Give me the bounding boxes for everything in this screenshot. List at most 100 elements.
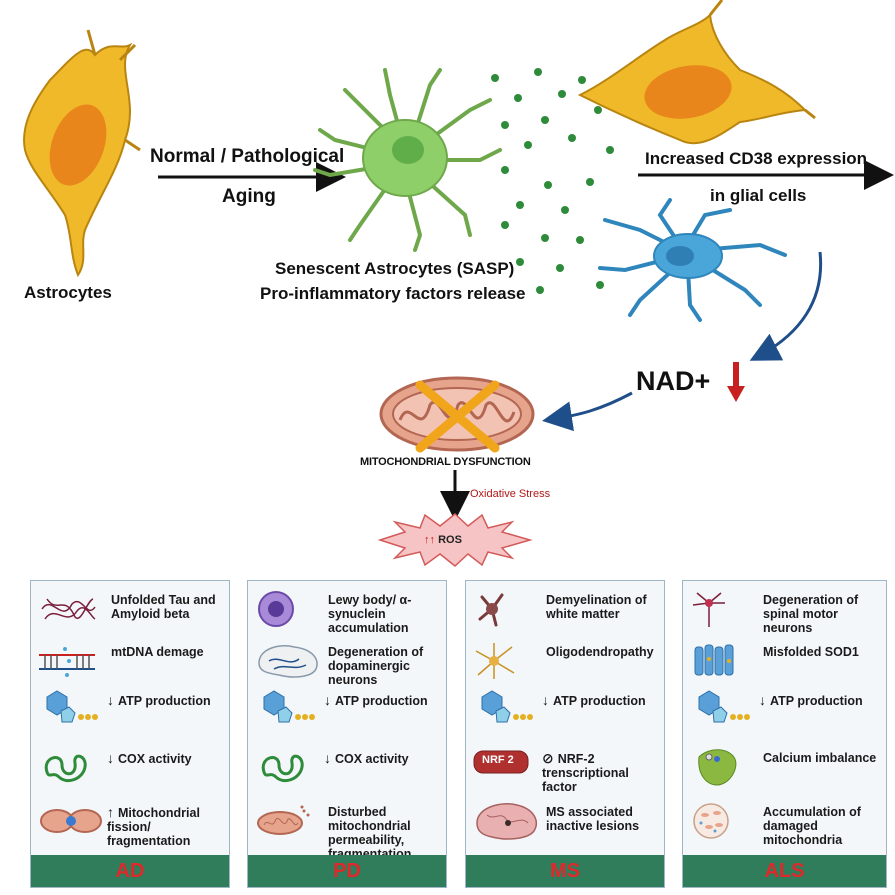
panel-footer-pd: PD <box>248 855 446 887</box>
change-arrow: ↓ <box>107 750 114 766</box>
panel-footer-ad: AD <box>31 855 229 887</box>
senescent-label-line2: Pro-inflammatory factors release <box>260 284 526 303</box>
sasp-factor-dots <box>491 68 614 294</box>
panel-item: ↓COX activity <box>254 747 442 797</box>
atp-icon <box>689 689 759 733</box>
change-arrow: ↓ <box>542 692 549 708</box>
panel-item-text: mtDNA demage <box>111 645 229 659</box>
panel-item-text-line: permeability, <box>328 833 405 847</box>
glial-astrocyte-icon <box>577 0 816 145</box>
aging-label-line2: Aging <box>222 186 276 207</box>
cross-icon <box>415 380 500 453</box>
mitochondrial-dysfunction-label: MITOCHONDRIAL DYSFUNCTION <box>360 456 531 468</box>
nrf2-icon: NRF 2 <box>472 747 542 791</box>
ros-label: ↑↑ ROS <box>424 534 462 546</box>
nad-label: NAD+ <box>636 366 711 396</box>
mito-disturbed-icon <box>254 801 324 845</box>
demyelination-icon <box>472 589 542 633</box>
astrocyte-cell-icon <box>23 29 141 278</box>
panel-item-text-line: ATP production <box>770 694 863 708</box>
damaged-mito-icon <box>689 801 759 845</box>
panel-item-text-line: mtDNA demage <box>111 645 204 659</box>
atp-icon <box>254 689 324 733</box>
lewy-body-icon <box>254 589 324 633</box>
cox-icon <box>254 747 324 791</box>
panel-item-text-line: Amyloid beta <box>111 607 190 621</box>
panel-item: mtDNA demage <box>37 641 225 691</box>
cox-icon <box>37 747 107 791</box>
atp-icon <box>472 689 542 733</box>
panel-item-text-line: Accumulation of <box>763 805 861 819</box>
panel-item-text-line: Lewy body/ α- <box>328 593 412 607</box>
dna-damage-icon <box>37 641 107 685</box>
panel-item-text-line: mitochondrial <box>328 819 411 833</box>
change-arrow: ↑ <box>107 804 114 820</box>
panel-item-text-line: fission/ <box>107 820 151 834</box>
panel-item: Misfolded SOD1 <box>689 641 882 691</box>
sod1-icon <box>689 641 759 685</box>
panel-item: ↓ ATP production <box>472 689 660 739</box>
panel-item: ↓ COX activity <box>37 747 225 797</box>
panel-item-text-line: COX activity <box>118 752 192 766</box>
oligodendrocyte-icon <box>472 641 542 685</box>
panel-item-text-line: Oligodendropathy <box>546 645 654 659</box>
change-arrow: ↓ <box>324 692 331 708</box>
cd38-label-line2: in glial cells <box>710 186 807 205</box>
panel-item-text-line: ATP production <box>335 694 428 708</box>
to-nad-arrow <box>749 251 823 361</box>
change-arrow: ↓ <box>759 692 766 708</box>
panel-item-text-line: ATP production <box>553 694 646 708</box>
panel-item-text-line: MS associated <box>546 805 633 819</box>
nrf2-icon-label: NRF 2 <box>482 754 514 766</box>
panel-item-text-line: trenscriptional <box>542 766 629 780</box>
senescent-astrocyte-icon <box>313 68 502 252</box>
panel-item: Lewy body/ α-synuclein accumulation <box>254 589 442 639</box>
panel-item-text: ↓ ATP production <box>324 693 446 708</box>
mito-fission-icon <box>37 801 107 845</box>
brain-icon <box>254 641 324 685</box>
panel-item-text-line: fragmentation <box>107 834 191 848</box>
motor-neuron-icon <box>689 589 759 633</box>
brain-lesion-icon <box>472 801 542 845</box>
panel-footer-ms: MS <box>466 855 664 887</box>
calcium-icon <box>689 747 759 791</box>
panel-item-text-line: mitochondria <box>763 833 843 847</box>
change-arrow: ⊘ <box>542 750 554 766</box>
cd38-label-line1: Increased CD38 expression <box>645 149 868 168</box>
panel-footer-als: ALS <box>683 855 886 887</box>
panel-item-text-line: Calcium imbalance <box>763 751 877 765</box>
panel-item: ↓ ATP production <box>254 689 442 739</box>
aging-label-line1: Normal / Pathological <box>150 146 345 167</box>
panel-item-text-line: factor <box>542 780 577 794</box>
microglia-cell-icon <box>598 198 787 322</box>
change-arrow: ↓ <box>107 692 114 708</box>
nad-to-mito-arrow <box>542 391 633 432</box>
panel-item: ↓ ATP production <box>689 689 882 739</box>
panel-item-text-line: Unfolded Tau and <box>111 593 216 607</box>
ros-starburst-icon <box>377 513 533 567</box>
panel-item: Calcium imbalance <box>689 747 882 797</box>
panel-item-text-line: Degeneration of <box>328 645 424 659</box>
panel-item-text-line: NRF-2 <box>557 752 595 766</box>
panel-item-text-line: COX activity <box>335 752 409 766</box>
nad-decrease-arrow-icon <box>727 362 745 402</box>
panel-item-text-line: inactive lesions <box>546 819 640 833</box>
senescent-label-line1: Senescent Astrocytes (SASP) <box>275 259 515 278</box>
